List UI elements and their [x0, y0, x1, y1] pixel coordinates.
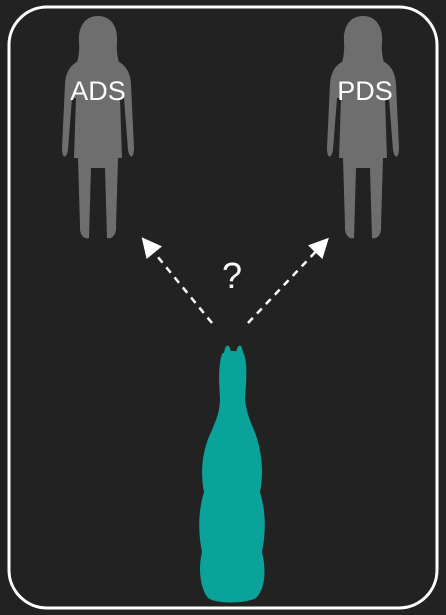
animal-silhouette: [199, 346, 265, 603]
arrow-to-right-figure: [248, 245, 322, 323]
right-figure-label: PDS: [337, 76, 393, 106]
right-person-silhouette: [327, 16, 399, 238]
left-person-silhouette: [62, 16, 134, 238]
arrow-to-left-figure: [148, 245, 212, 323]
question-mark: ?: [222, 255, 242, 296]
left-figure-label: ADS: [70, 76, 126, 106]
